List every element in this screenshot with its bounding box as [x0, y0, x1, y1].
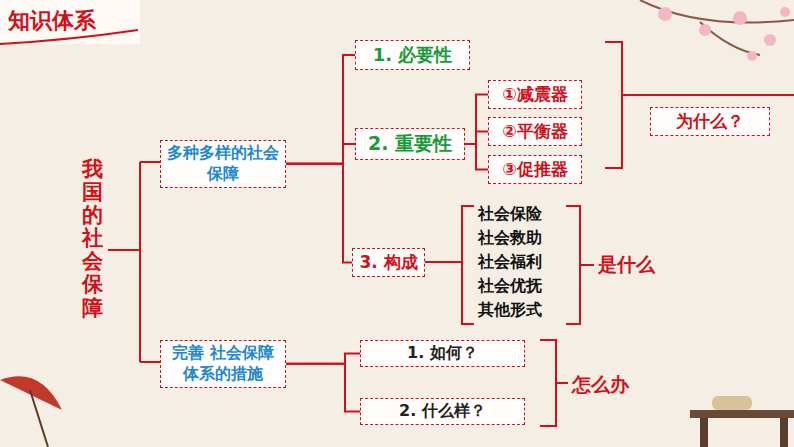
topic-box: ③促推器	[488, 155, 582, 184]
topic-box: ①减震器	[488, 80, 582, 109]
box-text: 1. 如何？	[407, 343, 478, 364]
title-ground	[0, 0, 140, 44]
root-label: 我国的社会保障	[82, 158, 103, 320]
note-label: 社会福利	[478, 252, 542, 273]
scroll	[712, 396, 752, 410]
list-right-bracket	[566, 206, 594, 324]
box-text: 3. 构成	[359, 251, 417, 274]
branch	[640, 0, 794, 55]
topic-box: ②平衡器	[488, 117, 582, 146]
tree-connector	[465, 132, 488, 145]
table-leg	[700, 418, 708, 447]
note-label: 社会优抚	[478, 276, 542, 297]
note-label: 是什么	[598, 252, 655, 278]
note-label: 社会救助	[478, 228, 542, 249]
box-text: 2. 重要性	[368, 131, 452, 157]
tree-connector	[286, 55, 355, 164]
box-text: ①减震器	[502, 83, 567, 106]
root-tree	[108, 162, 160, 362]
table-top	[690, 410, 794, 418]
box-text: 多种多样的社会保障	[167, 143, 279, 185]
list-left-bracket	[425, 206, 474, 324]
topic-box: 1. 如何？	[360, 340, 525, 367]
tree-connector	[465, 95, 488, 145]
topic-box: 2. 什么样？	[360, 398, 525, 425]
note-label: 社会保险	[478, 204, 542, 225]
blossoms	[658, 7, 790, 61]
box-text: ②平衡器	[502, 120, 567, 143]
box-text: 2. 什么样？	[399, 401, 486, 422]
note-label: 其他形式	[478, 300, 542, 321]
box-text: 1. 必要性	[373, 43, 453, 67]
category-box: 多种多样的社会保障	[160, 140, 286, 188]
umbrella-handle	[30, 390, 48, 447]
brackets	[108, 42, 794, 426]
note-label: 怎么办	[572, 372, 629, 398]
category-box: 完善 社会保障体系的措施	[160, 340, 286, 388]
tree-connector	[465, 144, 488, 170]
topic-box: 为什么？	[650, 107, 770, 136]
topic-box: 3. 构成	[352, 248, 425, 277]
why-bracket	[605, 42, 794, 168]
box-text: 为什么？	[676, 110, 744, 133]
box-text: 完善 社会保障体系的措施	[167, 343, 279, 385]
tree-connector	[286, 144, 355, 164]
tree-connector	[286, 164, 352, 263]
page-title: 知识体系	[8, 6, 96, 36]
topic-box: 2. 重要性	[355, 128, 465, 160]
topic-box: 1. 必要性	[355, 40, 470, 70]
how-bracket	[540, 340, 568, 426]
tree-connector	[286, 354, 360, 364]
table-leg	[780, 418, 788, 447]
tree-connector	[286, 364, 360, 412]
box-text: ③促推器	[502, 158, 567, 181]
